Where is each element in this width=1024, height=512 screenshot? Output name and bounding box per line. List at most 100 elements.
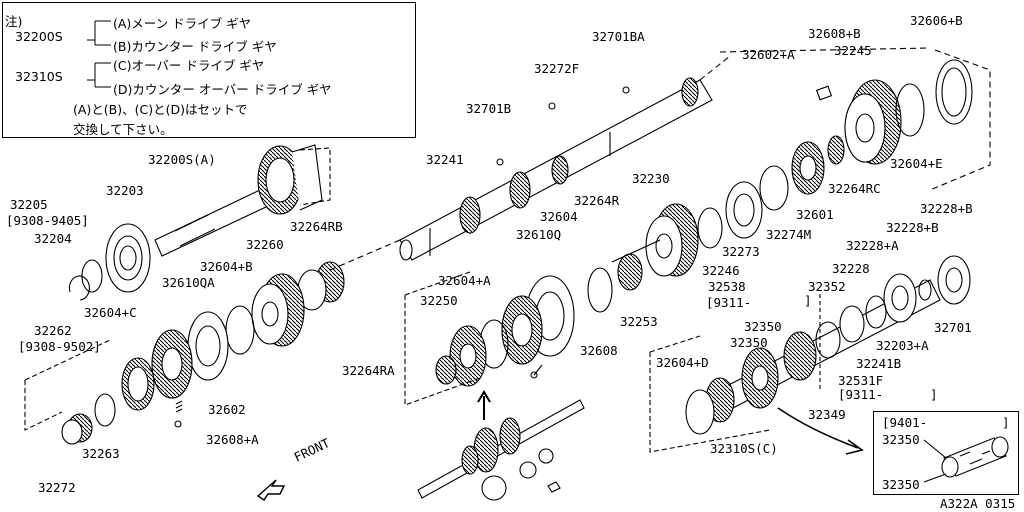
label-32230: 32230	[632, 171, 670, 186]
bushing-32350	[783, 331, 817, 381]
label-32701BA: 32701BA	[592, 29, 645, 44]
inset-part-bottom: 32350	[882, 477, 920, 492]
label-32604A: 32604+A	[438, 273, 491, 288]
ring-32606b	[935, 59, 973, 125]
label-32264RC: 32264RC	[828, 181, 881, 196]
ring-32241b	[865, 295, 887, 329]
assembled-shaft-preview	[417, 399, 585, 501]
coupling-sleeve-32610QA	[151, 311, 229, 399]
label-32604B-left: 32604+B	[200, 259, 253, 274]
note-heading: 注)	[5, 14, 23, 29]
label-32350-b: 32350	[730, 335, 768, 350]
label-32260: 32260	[246, 237, 284, 252]
label-32606B: 32606+B	[910, 13, 963, 28]
note-footer-1: (A)と(B)、(C)と(D)はセットで	[73, 102, 248, 117]
label-32531F-close: ]	[930, 387, 938, 402]
label-32262-date: [9308-9502]	[18, 339, 101, 354]
label-32604D: 32604+D	[656, 355, 709, 370]
label-32610QA: 32610QA	[162, 275, 215, 290]
bearing-32203	[105, 223, 151, 293]
note-group1-code: 32200S	[15, 29, 63, 44]
gear-32245	[844, 79, 902, 165]
label-32349: 32349	[808, 407, 846, 422]
label-32205: 32205	[10, 197, 48, 212]
bearing-32272	[61, 413, 93, 445]
label-32200S-A: 32200S(A)	[148, 152, 216, 167]
label-32604E: 32604+E	[890, 156, 943, 171]
gear-32230	[645, 203, 699, 277]
label-32241B: 32241B	[856, 356, 902, 371]
label-32604-mid: 32604	[540, 209, 578, 224]
collar-32228	[839, 305, 865, 343]
needle-bearing-32264RC	[827, 135, 845, 165]
inset-date: [9401-	[882, 415, 928, 430]
note-group1-b: (B)カウンター ドライブ ギヤ	[113, 39, 277, 54]
label-32228B-top: 32228+B	[920, 201, 973, 216]
label-32273: 32273	[722, 244, 760, 259]
label-32264RB: 32264RB	[290, 219, 343, 234]
note-brackets	[87, 20, 111, 88]
block-32608b	[815, 85, 833, 101]
label-32228: 32228	[832, 261, 870, 276]
label-32262: 32262	[34, 323, 72, 338]
label-32264R: 32264R	[574, 193, 620, 208]
gear-32260	[251, 273, 305, 347]
label-32538-close: ]	[804, 293, 812, 308]
needle-bearing-32264RB	[297, 261, 345, 311]
inset-box-32350: [9401- ] 32350 32350	[873, 411, 1019, 495]
note-group2-c: (C)オーバー ドライブ ギヤ	[113, 58, 265, 73]
bearing-32274M	[759, 165, 789, 211]
label-32228B: 32228+B	[886, 220, 939, 235]
label-32310S-C: 32310S(C)	[710, 441, 778, 456]
label-32205-date: [9308-9405]	[6, 213, 89, 228]
label-32701: 32701	[934, 320, 972, 335]
needle-bearing-32264R	[617, 253, 643, 291]
label-32608-mid: 32608	[580, 343, 618, 358]
gear-32601	[791, 141, 825, 195]
label-32204: 32204	[34, 231, 72, 246]
snap-ring-32204	[68, 275, 90, 301]
label-32531F: 32531F	[838, 373, 884, 388]
label-32245: 32245	[834, 43, 872, 58]
label-32350-a: 32350	[744, 319, 782, 334]
label-32263: 32263	[82, 446, 120, 461]
note-group2-d: (D)カウンター オーバー ドライブ ギヤ	[113, 82, 332, 97]
ring-32604	[587, 267, 613, 313]
bushing-inset-drawing	[923, 436, 1009, 483]
inset-date-close: ]	[1002, 415, 1010, 430]
label-32538: 32538	[708, 279, 746, 294]
label-32228A: 32228+A	[846, 238, 899, 253]
figure-code: A322A 0315	[940, 496, 1016, 511]
label-32250: 32250	[420, 293, 458, 308]
snap-ring-32205	[81, 259, 103, 293]
ring-32263	[94, 393, 116, 427]
label-32701B: 32701B	[466, 101, 512, 116]
main-drive-gear-shaft	[154, 144, 331, 257]
label-32601: 32601	[796, 207, 834, 222]
note-box: 注) 32200S (A)メーン ドライブ ギヤ (B)カウンター ドライブ ギ…	[2, 2, 416, 138]
label-32608B: 32608+B	[808, 26, 861, 41]
pin-32272F	[548, 102, 556, 110]
note-group1-a: (A)メーン ドライブ ギヤ	[113, 16, 252, 31]
label-32264RA: 32264RA	[342, 363, 395, 378]
label-32531F-date: [9311-	[838, 387, 884, 402]
synchro-assembly-mid	[435, 253, 643, 387]
note-footer-2: 交換して下さい。	[73, 122, 173, 137]
bearing-32246	[697, 207, 723, 249]
pin-32701BA	[622, 86, 630, 94]
label-32241: 32241	[426, 152, 464, 167]
label-32253: 32253	[620, 314, 658, 329]
ring-32352	[815, 321, 841, 359]
label-32246: 32246	[702, 263, 740, 278]
label-32274M: 32274M	[766, 227, 812, 242]
synchro-ring-32604b	[225, 305, 255, 355]
label-32538-date: [9311-	[706, 295, 752, 310]
label-32203A: 32203+A	[876, 338, 929, 353]
bearing-32203a	[883, 273, 917, 323]
inset-part-top: 32350	[882, 432, 920, 447]
label-32608A: 32608+A	[206, 432, 259, 447]
label-32203: 32203	[106, 183, 144, 198]
label-32602-left: 32602	[208, 402, 246, 417]
